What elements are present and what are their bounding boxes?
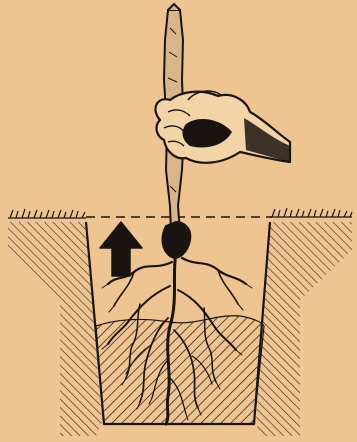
soil-fill (96, 316, 264, 424)
